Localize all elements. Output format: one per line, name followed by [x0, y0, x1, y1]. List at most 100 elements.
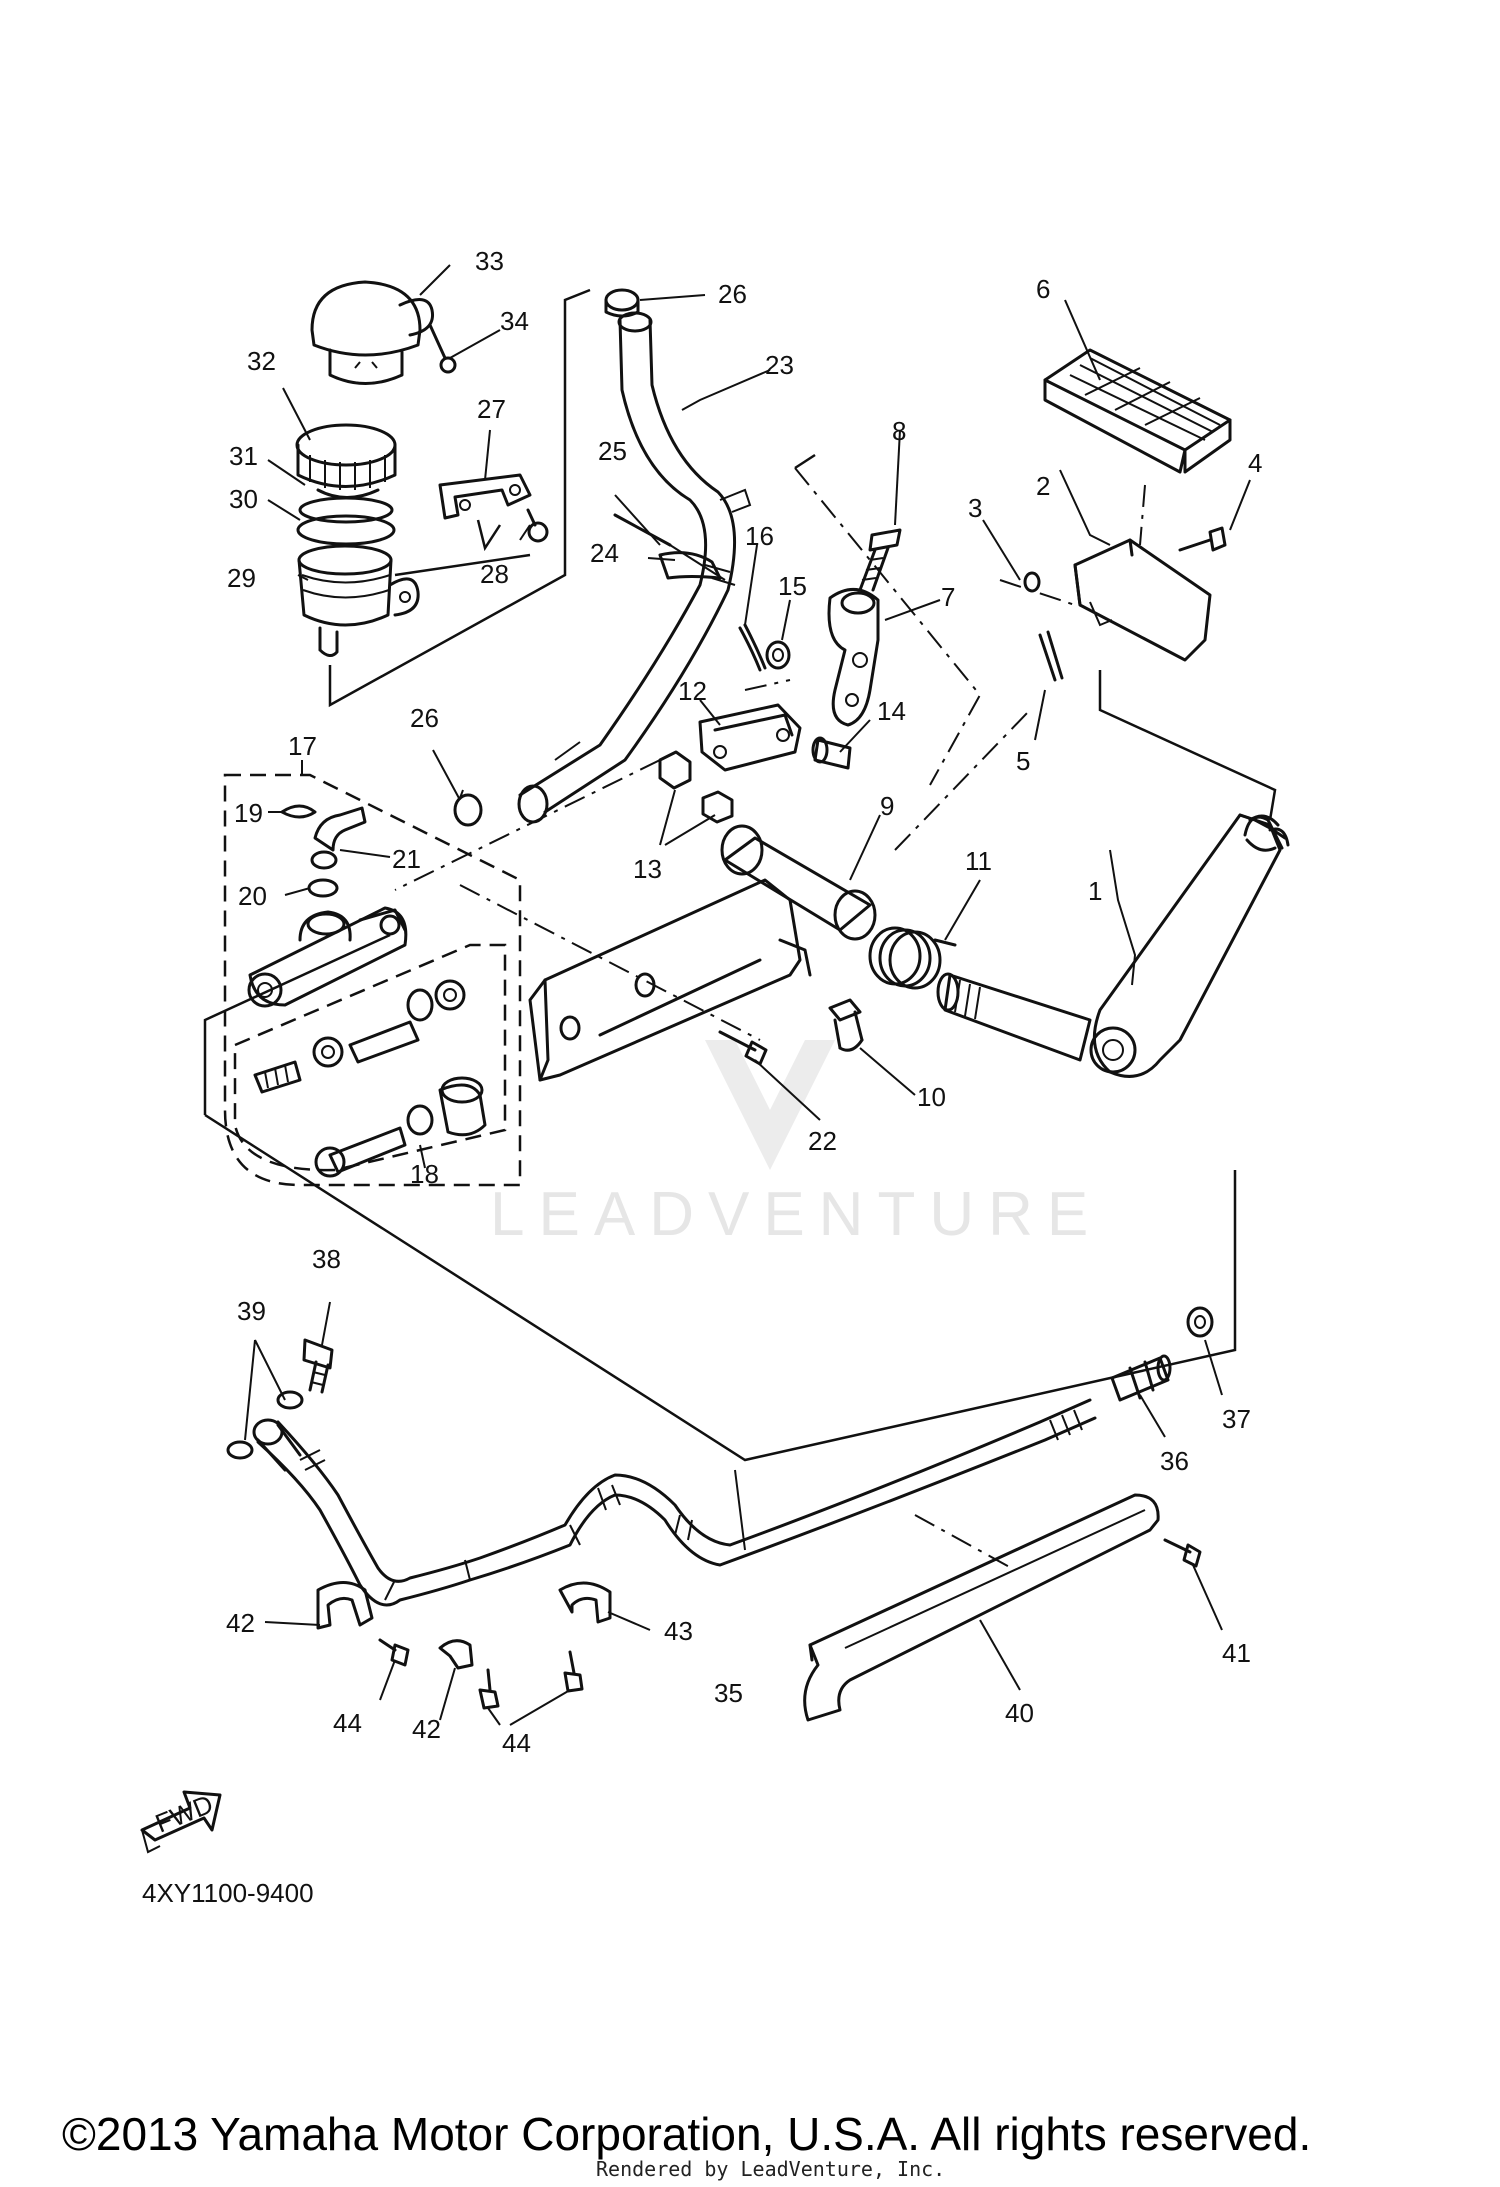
- callout-6: 6: [1036, 274, 1050, 304]
- bolt-4: [1178, 526, 1227, 552]
- washer-3: [1023, 571, 1041, 593]
- callout-44-right: 44: [502, 1728, 531, 1758]
- fwd-arrow-icon: FWD: [140, 1789, 222, 1854]
- callout-39: 39: [237, 1296, 266, 1326]
- callout-2: 2: [1036, 471, 1050, 501]
- diaphragm-31: [298, 496, 394, 524]
- nuts-13: [658, 750, 734, 824]
- clip-19: [280, 804, 317, 819]
- callout-3: 3: [968, 493, 982, 523]
- cable-tie-25: [613, 513, 726, 581]
- cotter-pin-5: [1038, 630, 1064, 682]
- pedal-pad-6: [1043, 348, 1232, 474]
- spring-11: [868, 926, 957, 990]
- callout-35: 35: [714, 1678, 743, 1708]
- callout-34: 34: [500, 306, 529, 336]
- callout-23: 23: [765, 350, 794, 380]
- washers-39: [226, 1390, 304, 1460]
- callout-19: 19: [234, 798, 263, 828]
- callout-1: 1: [1088, 876, 1102, 906]
- hose-joint-21: [310, 806, 367, 870]
- master-cylinder-group-17: [223, 773, 522, 1187]
- brake-pedal-1: [936, 813, 1290, 1078]
- hose-clip-26-top: [604, 288, 640, 318]
- callout-31: 31: [229, 441, 258, 471]
- washer-15: [765, 640, 791, 670]
- callout-42-right: 42: [412, 1714, 441, 1744]
- reservoir-cap-33: [310, 280, 435, 385]
- copyright-notice: ©2013 Yamaha Motor Corporation, U.S.A. A…: [62, 2108, 1311, 2160]
- callout-12: 12: [678, 676, 707, 706]
- callout-27: 27: [477, 394, 506, 424]
- callout-15: 15: [778, 571, 807, 601]
- callout-11: 11: [965, 846, 992, 876]
- master-cylinder-body: [247, 906, 408, 1008]
- clevis-12: [698, 703, 802, 772]
- callout-labels: 1 2 3 4 5 6 7 8 9 10 11 12 13 14 15 16 1…: [226, 246, 1262, 1758]
- callout-17: 17: [288, 731, 317, 761]
- callout-43: 43: [664, 1616, 693, 1646]
- callout-37: 37: [1222, 1404, 1251, 1434]
- cotter-pin-16: [738, 623, 767, 672]
- clamp-43: [558, 1581, 612, 1624]
- callout-26-bottom: 26: [410, 703, 439, 733]
- pedal-arm-7: [827, 588, 880, 727]
- callout-41: 41: [1222, 1638, 1251, 1668]
- o-ring-20: [307, 878, 339, 898]
- callout-16: 16: [745, 521, 774, 551]
- callout-24: 24: [590, 538, 619, 568]
- callout-44-left: 44: [333, 1708, 362, 1738]
- banjo-fitting-front: [252, 1418, 302, 1472]
- callout-29: 29: [227, 563, 256, 593]
- hose-protector-40: [803, 1493, 1160, 1722]
- bolt-28: [526, 508, 549, 543]
- callout-42-left: 42: [226, 1608, 255, 1638]
- callout-38: 38: [312, 1244, 341, 1274]
- bolt-10: [828, 998, 864, 1052]
- rendered-by-credit: Rendered by LeadVenture, Inc.: [596, 2157, 945, 2181]
- reservoir-cap-nut-32: [295, 423, 397, 499]
- reservoir-tank-29: [297, 544, 420, 657]
- callout-13: 13: [633, 854, 662, 884]
- watermark-text: LEADVENTURE: [490, 1180, 1102, 1249]
- bolts-44-right: [478, 1650, 584, 1710]
- callout-40: 40: [1005, 1698, 1034, 1728]
- callout-30: 30: [229, 484, 258, 514]
- drawing-code: 4XY1100-9400: [142, 1878, 314, 1908]
- callout-33: 33: [475, 246, 504, 276]
- callout-21: 21: [392, 844, 421, 874]
- bolt-38: [302, 1338, 334, 1394]
- pin-14: [811, 736, 852, 770]
- washer-37: [1186, 1306, 1214, 1338]
- callout-7: 7: [941, 582, 955, 612]
- hose-clip-26-bottom: [453, 789, 483, 827]
- callout-9: 9: [880, 791, 894, 821]
- banjo-bolt-36: [1110, 1354, 1172, 1402]
- brake-hose-35: [256, 1398, 1097, 1607]
- pedal-holder-2: [1073, 538, 1212, 662]
- callout-28: 28: [480, 559, 509, 589]
- callout-18: 18: [410, 1159, 439, 1189]
- bracket-27: [438, 473, 532, 520]
- callout-25: 25: [598, 436, 627, 466]
- clamp-42-right: [438, 1639, 474, 1670]
- callout-4: 4: [1248, 448, 1262, 478]
- callout-36: 36: [1160, 1446, 1189, 1476]
- callout-20: 20: [238, 881, 267, 911]
- callout-22: 22: [808, 1126, 837, 1156]
- reservoir-assembly: [295, 280, 591, 708]
- screw-34: [428, 323, 457, 374]
- leadventure-watermark: LEADVENTURE: [490, 1040, 1102, 1249]
- callout-14: 14: [877, 696, 906, 726]
- bolt-44-left: [378, 1638, 410, 1667]
- callout-10: 10: [917, 1082, 946, 1112]
- callout-32: 32: [247, 346, 276, 376]
- repair-kit-group-18: [233, 943, 507, 1172]
- plate-30: [296, 514, 396, 546]
- pedal-bracket-9: [528, 824, 877, 1082]
- kit-parts-18: [253, 979, 487, 1178]
- callout-5: 5: [1016, 746, 1030, 776]
- bolt-41: [1163, 1538, 1202, 1568]
- leader-lines: [244, 264, 1251, 1726]
